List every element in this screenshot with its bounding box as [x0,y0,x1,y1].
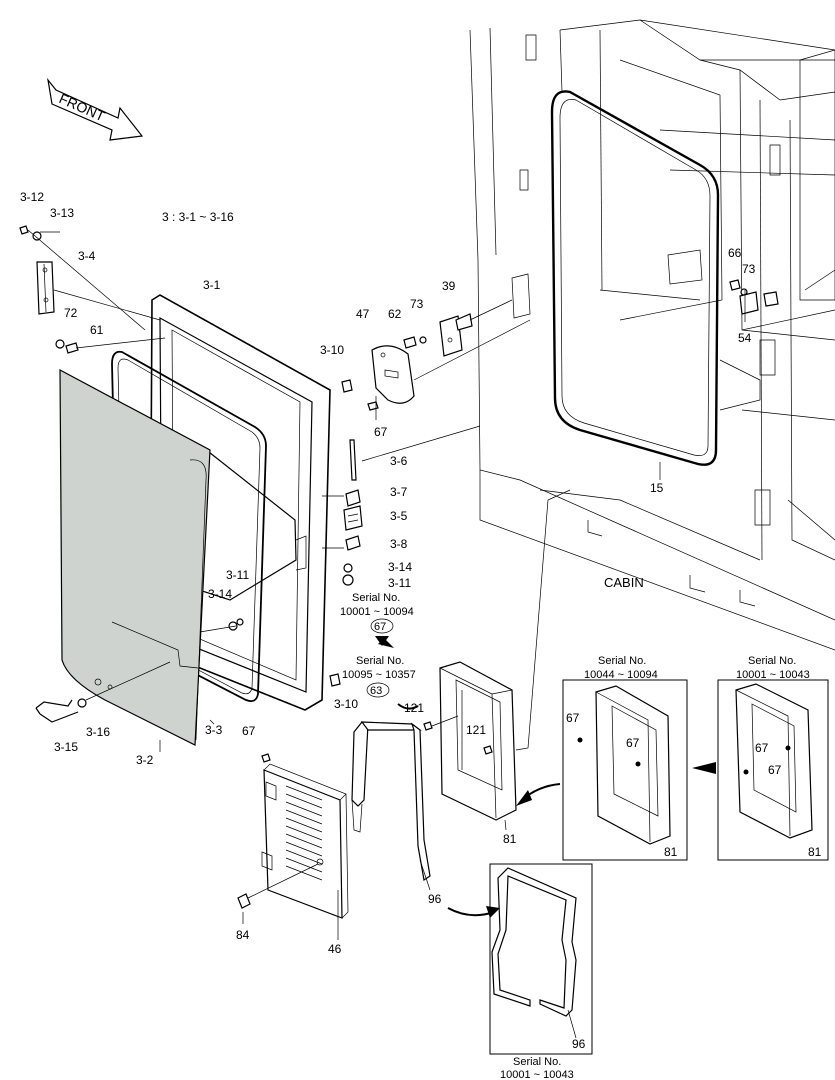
callout-3-16: 3-16 [86,725,110,739]
callout-3-11-latch: 3-11 [388,576,411,590]
callout-121-outer: 121 [404,701,424,715]
serial-box-b-title: Serial No. [748,655,796,667]
callout-3-6: 3-6 [390,454,408,468]
callout-46: 46 [328,942,342,956]
serial-box-b-range: 10001 ~ 10043 [736,669,810,681]
serial-1-title: Serial No. [352,592,400,604]
serial-2-range: 10095 ~ 10357 [342,669,416,681]
callout-3-14-glass: 3-14 [208,587,232,601]
cover-46 [237,753,349,919]
callout-3-1: 3-1 [203,278,221,292]
callout-81-box-a: 81 [664,845,678,859]
serial-notes: Serial No. 10001 ~ 10094 67 Serial No. 1… [340,592,810,1080]
callout-3-7: 3-7 [390,485,408,499]
bolts-3-10 [329,379,353,687]
callout-67-box-b-2: 67 [768,763,782,777]
serial-1-range: 10001 ~ 10094 [340,606,414,618]
callout-96-main: 96 [428,892,442,906]
cabin-frame [469,19,835,651]
callout-47: 47 [356,307,370,321]
callout-3-15: 3-15 [54,740,78,754]
callout-3-10-bottom: 3-10 [334,697,358,711]
callout-67-plate: 67 [374,425,388,439]
catch-plate-47 [367,345,415,411]
callout-67-box-a-1: 67 [566,711,580,725]
seal-3-3 [111,350,267,703]
callout-61: 61 [90,323,104,337]
inset-box-bottom [489,863,593,1055]
leader-lines [40,231,746,1039]
callout-15: 15 [650,481,664,495]
door-seal-15 [550,90,720,466]
callout-3-5: 3-5 [390,509,408,523]
bracket-39 [403,273,531,381]
serial-bottom-range: 10001 ~ 10043 [500,1069,574,1080]
assembly-note: 3 : 3-1 ~ 3-16 [162,210,234,224]
callout-54: 54 [738,331,752,345]
latch-parts [322,425,481,586]
callout-81-main: 81 [503,832,517,846]
callout-96-inset: 96 [572,1037,586,1051]
serial-bottom-title: Serial No. [513,1056,561,1068]
callout-3-13: 3-13 [50,206,74,220]
hinge-3-4 [19,225,166,354]
callout-labels: 3-12 3-13 3-4 72 61 3-1 3-10 47 62 73 39… [20,190,822,1051]
callout-73-right: 73 [742,262,756,276]
callout-67-box-a-2: 67 [626,736,640,750]
front-arrow: FRONT [47,77,144,141]
callout-66: 66 [728,246,742,260]
callout-121-inner: 121 [466,723,486,737]
callout-67-cover: 67 [242,724,256,738]
callout-3-10-top: 3-10 [320,343,344,357]
callout-3-2: 3-2 [136,753,154,767]
serial-box-a-title: Serial No. [598,655,646,667]
callout-3-8: 3-8 [390,537,408,551]
callout-67-box-b-1: 67 [755,741,769,755]
inset-box-a [562,679,688,861]
callout-84: 84 [236,928,250,942]
cover-louvres [285,785,323,881]
cabin-label: CABIN [604,575,644,590]
serial-box-a-range: 10044 ~ 10094 [584,669,658,681]
callout-3-14-latch: 3-14 [388,560,412,574]
callout-81-box-b: 81 [808,845,822,859]
callout-3-12: 3-12 [20,190,44,204]
circled-63: 63 [370,685,382,697]
callout-3-4: 3-4 [78,249,96,263]
callout-62: 62 [388,307,402,321]
circled-67: 67 [374,621,386,633]
front-arrow-label: FRONT [57,90,108,124]
seal-96-main [351,721,431,882]
handle-3-15 [35,661,171,723]
callout-39: 39 [442,279,456,293]
inset-box-b [717,679,829,861]
striker-54 [729,279,779,315]
glass-fasteners [199,618,244,633]
glass-3-2 [59,368,211,746]
tray-81-main [423,489,571,821]
serial-2-title: Serial No. [356,655,404,667]
callout-72: 72 [64,306,78,320]
callout-3-11-glass: 3-11 [226,568,249,582]
callout-73-left: 73 [410,297,424,311]
callout-3-3: 3-3 [205,723,223,737]
